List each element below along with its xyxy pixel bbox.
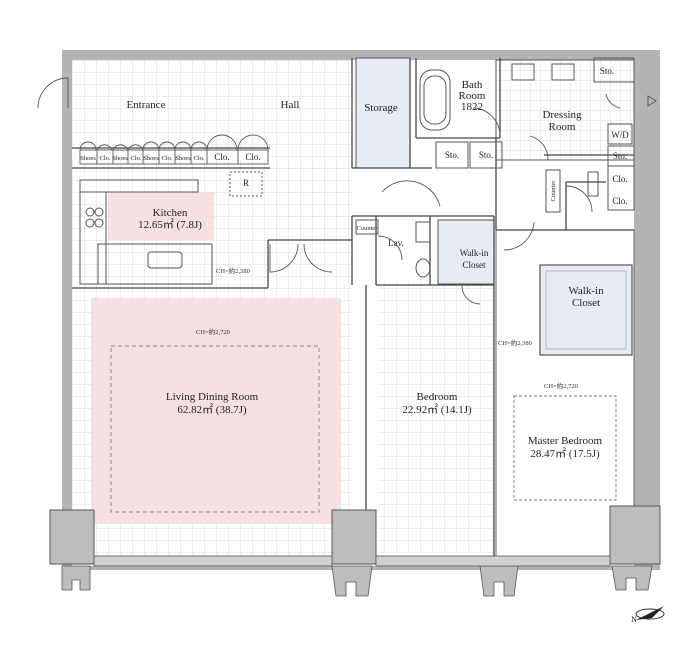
ceiling-height-labels: CH=約2,380 CH=約2,720 CH=約2,380 CH=約2,720 bbox=[196, 266, 578, 390]
label-bath-1: Bath bbox=[462, 79, 483, 91]
columns bbox=[49, 505, 661, 565]
label-sto-4: Sto. bbox=[613, 151, 627, 161]
label-kitchen: Kitchen bbox=[153, 207, 188, 219]
label-kitchen-area: 12.65㎡ (7.8J) bbox=[138, 218, 202, 231]
label-bedroom: Bedroom bbox=[417, 391, 458, 403]
label-walkin2-2: Closet bbox=[572, 297, 600, 309]
storage-room bbox=[355, 57, 411, 169]
walkin-closet-1 bbox=[437, 219, 495, 285]
bath-fixtures bbox=[415, 63, 635, 278]
label-master: Master Bedroom bbox=[528, 435, 603, 447]
label-shoes-3: Shoes bbox=[143, 155, 159, 162]
room-labels: Entrance Hall Storage Bath Room 1822 Dre… bbox=[126, 79, 604, 460]
label-walkin1-1: Walk-in bbox=[460, 248, 489, 258]
label-sto-2: Sto. bbox=[479, 150, 493, 160]
label-wd: W/D bbox=[611, 130, 629, 140]
label-clo-3: Clo. bbox=[612, 174, 627, 184]
label-bedroom-area: 22.92㎡ (14.1J) bbox=[402, 403, 472, 416]
window-marker bbox=[647, 95, 657, 107]
label-hall: Hall bbox=[281, 99, 300, 111]
label-walkin2-1: Walk-in bbox=[568, 285, 604, 297]
label-dressing-1: Dressing bbox=[542, 109, 582, 121]
compass-label: N bbox=[631, 615, 637, 624]
label-clo-s4: Clo. bbox=[193, 155, 204, 162]
label-shoes-1: Shoes bbox=[80, 155, 96, 162]
walkin-closet-2-box bbox=[539, 264, 633, 356]
label-shoes-4: Shoes bbox=[175, 155, 191, 162]
kitchen-highlight bbox=[108, 192, 214, 240]
label-refrigerator: R bbox=[243, 178, 249, 188]
doors bbox=[37, 77, 621, 305]
ch-master: CH=約2,720 bbox=[544, 381, 578, 390]
ch-walkway: CH=約2,380 bbox=[498, 338, 532, 347]
balcony-edge bbox=[61, 555, 653, 597]
shoe-closets bbox=[79, 134, 269, 165]
label-bath-3: 1822 bbox=[461, 101, 483, 113]
living-dashed-area bbox=[110, 345, 320, 513]
label-clo-4: Clo. bbox=[612, 196, 627, 206]
label-clo-s3: Clo. bbox=[161, 155, 172, 162]
label-clo-2: Clo. bbox=[245, 152, 260, 162]
label-sto-3: Sto. bbox=[600, 66, 614, 76]
label-storage: Storage bbox=[364, 102, 398, 114]
small-storage bbox=[355, 57, 635, 235]
label-clo-s1: Clo. bbox=[99, 155, 110, 162]
label-shoes-2: Shoes bbox=[112, 155, 128, 162]
label-living: Living Dining Room bbox=[166, 391, 259, 403]
label-walkin1-2: Closet bbox=[462, 260, 486, 270]
master-bed bbox=[513, 395, 617, 501]
fixture-labels: Shoes Clo. Shoes Clo. Shoes Clo. Shoes C… bbox=[80, 66, 629, 206]
label-counter-vertical: Counter bbox=[550, 180, 557, 202]
label-clo-1: Clo. bbox=[214, 152, 229, 162]
label-lav: Lav. bbox=[388, 238, 404, 248]
label-dressing-2: Room bbox=[549, 121, 576, 133]
label-living-area: 62.82㎡ (38.7J) bbox=[177, 403, 247, 416]
label-sto-1: Sto. bbox=[445, 150, 459, 160]
compass-icon: N bbox=[631, 606, 665, 624]
ch-kitchen: CH=約2,380 bbox=[216, 266, 250, 275]
label-entrance: Entrance bbox=[126, 99, 165, 111]
label-bath-2: Room bbox=[459, 90, 486, 102]
ch-living: CH=約2,720 bbox=[196, 327, 230, 336]
label-clo-s2: Clo. bbox=[130, 155, 141, 162]
label-counter: Counter bbox=[357, 225, 379, 232]
kitchen-fixtures bbox=[79, 171, 263, 285]
label-master-area: 28.47㎡ (17.5J) bbox=[530, 447, 600, 460]
living-highlight bbox=[91, 298, 341, 524]
